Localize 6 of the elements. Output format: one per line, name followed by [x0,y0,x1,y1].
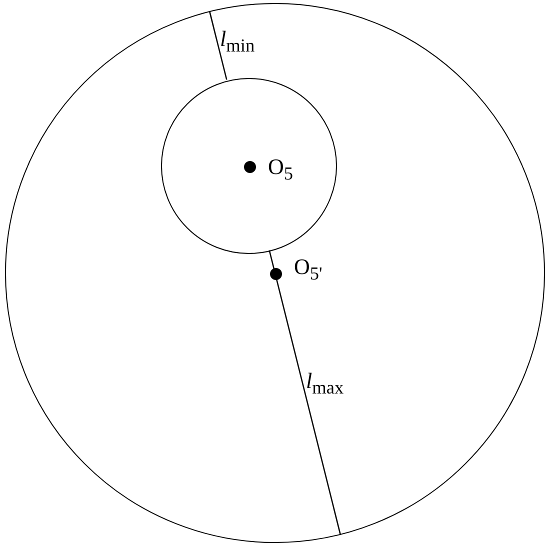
point-label: O$_{5}$ [268,156,294,183]
dimension-label: l$_{max}$ [306,370,344,397]
circle-outline [161,78,337,254]
dimension-label: l$_{min}$ [220,28,255,55]
point-label: O$_{5'}$ [294,256,322,283]
circle-outline [5,3,545,543]
